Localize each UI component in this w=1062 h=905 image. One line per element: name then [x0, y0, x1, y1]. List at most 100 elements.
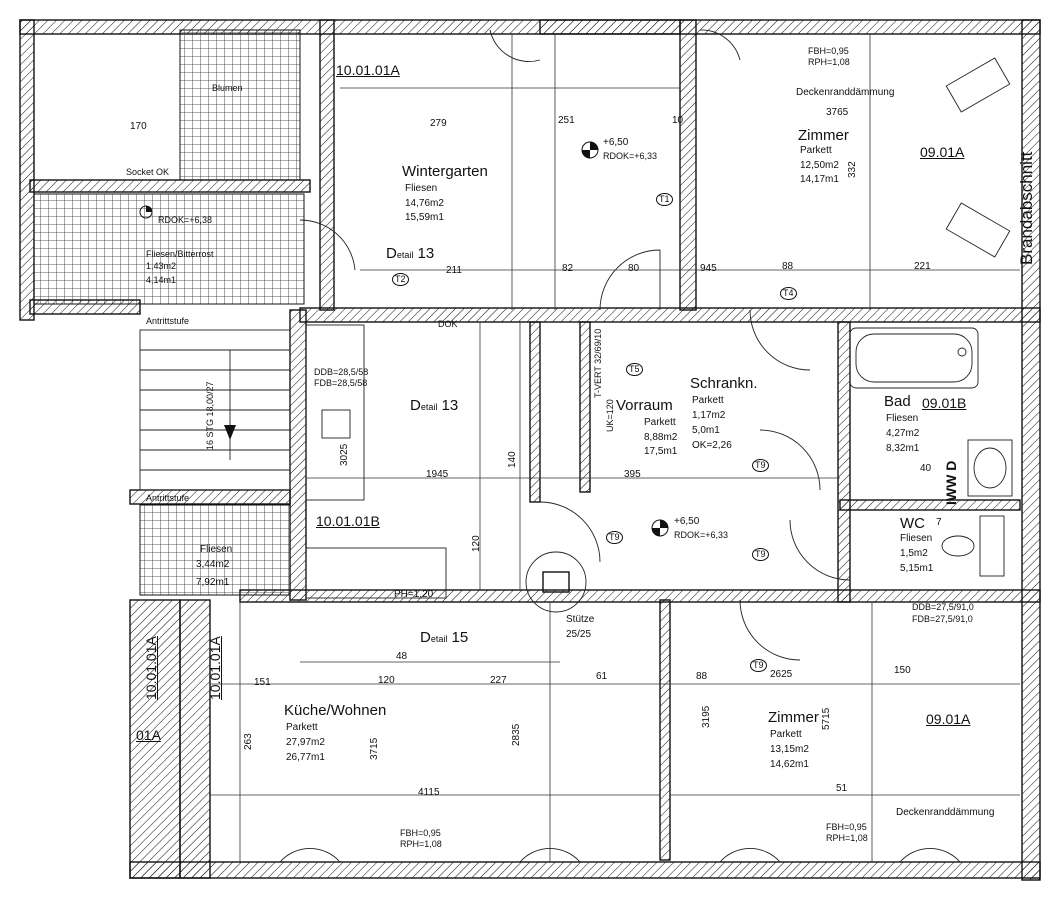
dim-1185: 40: [920, 463, 932, 474]
level-markers: [139, 141, 669, 537]
room-floor-wintergarten: Fliesen: [405, 183, 438, 194]
rdok-left: RDOK=+6,38: [158, 215, 213, 225]
room-perimeter-wintergarten: 15,59m1: [405, 212, 444, 223]
dim-227: 263: [243, 733, 254, 750]
note-zimmer-bottom: Deckenranddämmung: [896, 807, 995, 818]
room-area-wintergarten: 14,76m2: [405, 198, 444, 209]
dim-263: 3715: [369, 737, 380, 760]
room-floor-schrankn: Parkett: [692, 395, 724, 406]
antrittstufe-top: Antrittstufe: [146, 316, 190, 326]
tvert-label: T-VERT 32/69/10: [593, 328, 603, 398]
room-floor-kueche: Parkett: [286, 722, 318, 733]
sink: [967, 439, 1013, 497]
area-fliesen-left: 1,43m2: [146, 261, 177, 271]
uk-label: UK=120: [605, 399, 615, 432]
rph-bottom-1: RPH=1,08: [400, 839, 442, 849]
room-area-schrankn: 1,17m2: [692, 410, 726, 421]
stair: [139, 329, 291, 491]
dim-3715: 2835: [511, 723, 522, 746]
dim-2625: 150: [894, 665, 911, 676]
dim-170: 170: [130, 121, 147, 132]
dim-4115: 51: [836, 783, 848, 794]
dim-1165: 395: [624, 469, 641, 480]
door-arcs: [279, 29, 961, 863]
marker-t5: T5: [626, 360, 643, 376]
dim-82: 82: [562, 263, 574, 274]
room-floor-wc: Fliesen: [900, 533, 933, 544]
room-perimeter-wc: 5,15m1: [900, 563, 934, 574]
dim-159: 7: [936, 517, 942, 528]
room-area-vorraum: 8,88m2: [644, 432, 678, 443]
rph-bottom-2: RPH=1,08: [826, 833, 868, 843]
marker-t2: T2: [392, 270, 409, 286]
fbh-bottom-1: FBH=0,95: [400, 828, 441, 838]
room-name-kueche: Küche/Wohnen: [284, 702, 387, 719]
marker-t9-b: T9: [606, 528, 623, 544]
room-perimeter-zimmer-bottom: 14,62m1: [770, 759, 809, 770]
stuetze-size: 25/25: [566, 629, 592, 640]
room-extra-schrankn: OK=2,26: [692, 440, 732, 451]
dimension-lines: [210, 34, 1020, 862]
dim-295: 48: [396, 651, 408, 662]
stair-label: 16 STG 18,00/27: [205, 381, 215, 450]
stuetze-label: Stütze: [566, 614, 595, 625]
dim-3025: 140: [507, 451, 518, 468]
dim-151: 120: [378, 675, 395, 686]
marker-t4: T4: [780, 284, 797, 300]
socket-label: Socket OK: [126, 167, 170, 177]
marker-t9-a: T9: [752, 456, 769, 472]
column: [542, 571, 570, 593]
dim-88: 88: [782, 261, 794, 272]
rph-top: RPH=1,08: [808, 57, 850, 67]
bathtub: [849, 327, 979, 389]
dim-2835: 3195: [701, 705, 712, 728]
fbh-bottom-2: FBH=0,95: [826, 822, 867, 832]
room-area-bad: 4,27m2: [886, 428, 920, 439]
fdb-left: FDB=28,5/58: [314, 378, 368, 388]
antrittstufe-bottom: Antrittstufe: [146, 493, 190, 503]
dim-80: 80: [628, 263, 640, 274]
room-code-zimmer-top: 09.01A: [920, 144, 965, 160]
room-code-zimmer-bottom: 09.01A: [926, 711, 971, 727]
floor-fliesen-left: Fliesen/Bitterrost: [146, 249, 214, 259]
dim-1435: 61: [596, 671, 608, 682]
dim-120b: 120: [471, 535, 482, 552]
ph-label: PH=1,20: [394, 589, 434, 600]
detail-13-a: Detail 13: [386, 245, 435, 262]
room-floor-vorraum: Parkett: [644, 417, 676, 428]
room-name-vorraum: Vorraum: [616, 397, 673, 414]
room-name-wc: WC: [900, 515, 925, 532]
dim-5715: 4115: [418, 787, 440, 798]
dim-3195: 5715: [821, 707, 832, 730]
dim-271: 1945: [426, 469, 449, 480]
marker-t9-d: T9: [750, 656, 767, 672]
ddb-left: DDB=28,5/58: [314, 367, 369, 377]
detail-15: Detail 15: [420, 629, 469, 646]
iww-label: IWW D: [943, 460, 959, 505]
dim-120: 227: [490, 675, 507, 686]
room-floor-bad: Fliesen: [886, 413, 919, 424]
level-wintergarten: +6,50: [603, 137, 629, 148]
room-name-fliesen-small: Fliesen: [200, 544, 233, 555]
marker-t1: T1: [656, 190, 673, 206]
room-name-zimmer-top: Zimmer: [798, 127, 849, 144]
marker-t9-c: T9: [752, 545, 769, 561]
room-perimeter-schrankn: 5,0m1: [692, 425, 720, 436]
dim-221: 221: [914, 261, 931, 272]
dim-251: 251: [558, 115, 575, 126]
toilet: [941, 515, 1005, 577]
perimeter-fliesen-left: 4,14m1: [146, 275, 177, 285]
room-area-zimmer-bottom: 13,15m2: [770, 744, 809, 755]
room-perimeter-zimmer-top: 14,17m1: [800, 174, 839, 185]
exterior-walls: [19, 19, 1041, 881]
room-name-bad: Bad: [884, 393, 911, 410]
room-code-bad: 09.01B: [922, 395, 967, 411]
level-vorraum: +6,50: [674, 516, 700, 527]
room-floor-zimmer-top: Parkett: [800, 145, 832, 156]
brandabschnitt-label: Brandabschnitt: [1017, 151, 1036, 265]
tile-area-left: [33, 193, 305, 305]
fbh-top: FBH=0,95: [808, 46, 849, 56]
dim-150: 151: [254, 677, 271, 688]
room-code-left-c: 01A: [136, 727, 161, 743]
room-area-zimmer-top: 12,50m2: [800, 160, 839, 171]
